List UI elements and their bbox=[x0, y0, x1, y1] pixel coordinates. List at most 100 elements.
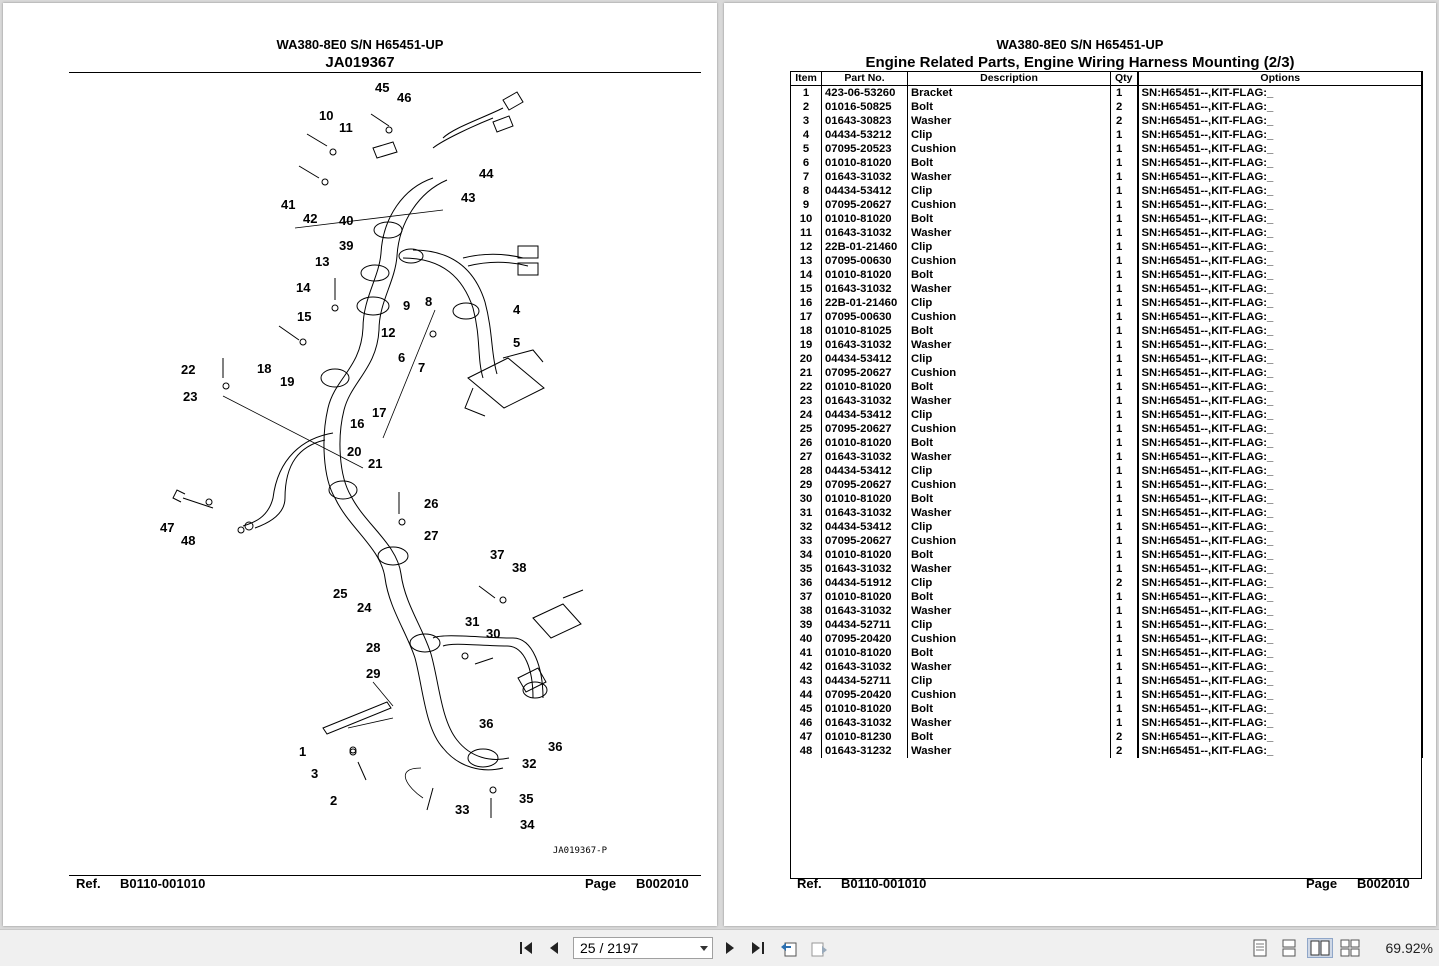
qty-cell: 1 bbox=[1110, 282, 1138, 296]
part-no-cell: 01016-50825 bbox=[821, 100, 908, 114]
part-no-cell: 01643-31032 bbox=[821, 282, 908, 296]
clamp-8 bbox=[398, 248, 424, 264]
description-cell: Washer bbox=[907, 338, 1111, 352]
qty-cell: 1 bbox=[1110, 240, 1138, 254]
part-no-cell: 22B-01-21460 bbox=[821, 240, 908, 254]
qty-cell: 1 bbox=[1110, 674, 1138, 688]
qty-cell: 2 bbox=[1110, 576, 1138, 590]
options-cell: SN:H65451--,KIT-FLAG:_ bbox=[1136, 450, 1423, 464]
item-cell: 36 bbox=[790, 576, 822, 590]
qty-cell: 1 bbox=[1110, 184, 1138, 198]
first-page-button[interactable] bbox=[516, 938, 536, 958]
part-no-cell: 04434-52711 bbox=[821, 674, 908, 688]
two-page-view-button[interactable] bbox=[1307, 938, 1333, 958]
callout-22: 22 bbox=[181, 362, 195, 377]
description-cell: Bolt bbox=[907, 380, 1111, 394]
options-cell: SN:H65451--,KIT-FLAG:_ bbox=[1136, 632, 1423, 646]
single-page-view-button[interactable] bbox=[1250, 938, 1270, 958]
part-no-cell: 01643-31032 bbox=[821, 394, 908, 408]
options-cell: SN:H65451--,KIT-FLAG:_ bbox=[1136, 394, 1423, 408]
last-page-button[interactable] bbox=[748, 938, 768, 958]
item-cell: 13 bbox=[790, 254, 822, 268]
part-no-cell: 07095-20523 bbox=[821, 142, 908, 156]
description-cell: Clip bbox=[907, 240, 1111, 254]
item-cell: 47 bbox=[790, 730, 822, 744]
item-cell: 18 bbox=[790, 324, 822, 338]
description-cell: Bolt bbox=[907, 548, 1111, 562]
qty-cell: 1 bbox=[1110, 464, 1138, 478]
page-number-select[interactable]: 25 / 2197 bbox=[573, 937, 713, 959]
item-cell: 21 bbox=[790, 366, 822, 380]
options-cell: SN:H65451--,KIT-FLAG:_ bbox=[1136, 716, 1423, 730]
clamp-32 bbox=[467, 748, 499, 768]
right-model-header: WA380-8E0 S/N H65451-UP bbox=[996, 37, 1164, 52]
options-cell: SN:H65451--,KIT-FLAG:_ bbox=[1136, 142, 1423, 156]
continuous-view-button[interactable] bbox=[1279, 938, 1299, 958]
part-no-cell: 01010-81020 bbox=[821, 548, 908, 562]
part-no-cell: 07095-20420 bbox=[821, 632, 908, 646]
col-part-no: Part No. bbox=[821, 71, 908, 86]
qty-cell: 1 bbox=[1110, 128, 1138, 142]
right-page-value: B002010 bbox=[1357, 876, 1410, 891]
callout-1: 1 bbox=[299, 744, 306, 759]
options-cell: SN:H65451--,KIT-FLAG:_ bbox=[1136, 464, 1423, 478]
part-no-cell: 07095-20420 bbox=[821, 688, 908, 702]
part-no-cell: 01643-31032 bbox=[821, 716, 908, 730]
go-back-button[interactable] bbox=[778, 938, 800, 958]
col-item: Item bbox=[790, 71, 822, 86]
qty-cell: 1 bbox=[1110, 702, 1138, 716]
next-page-button[interactable] bbox=[720, 938, 740, 958]
callout-15: 15 bbox=[297, 309, 311, 324]
callout-17: 17 bbox=[372, 405, 386, 420]
qty-cell: 1 bbox=[1110, 492, 1138, 506]
prev-page-button[interactable] bbox=[544, 938, 564, 958]
options-cell: SN:H65451--,KIT-FLAG:_ bbox=[1136, 520, 1423, 534]
right-page-label: Page bbox=[1306, 876, 1338, 891]
part-no-cell: 01010-81020 bbox=[821, 646, 908, 660]
left-page-value: B002010 bbox=[636, 876, 689, 891]
item-cell: 38 bbox=[790, 604, 822, 618]
part-no-cell: 04434-53412 bbox=[821, 352, 908, 366]
item-cell: 3 bbox=[790, 114, 822, 128]
part-no-cell: 01010-81020 bbox=[821, 436, 908, 450]
qty-cell: 1 bbox=[1110, 198, 1138, 212]
description-cell: Bolt bbox=[907, 212, 1111, 226]
callout-21: 21 bbox=[368, 456, 382, 471]
col-qty: Qty bbox=[1110, 71, 1138, 86]
qty-cell: 1 bbox=[1110, 408, 1138, 422]
zoom-level[interactable]: 69.92% bbox=[1385, 940, 1433, 956]
callout-41: 41 bbox=[281, 197, 295, 212]
item-cell: 7 bbox=[790, 170, 822, 184]
options-cell: SN:H65451--,KIT-FLAG:_ bbox=[1136, 85, 1423, 100]
item-cell: 5 bbox=[790, 142, 822, 156]
part-no-cell: 01643-31032 bbox=[821, 660, 908, 674]
left-page-label: Page bbox=[585, 876, 617, 891]
options-cell: SN:H65451--,KIT-FLAG:_ bbox=[1136, 730, 1423, 744]
options-cell: SN:H65451--,KIT-FLAG:_ bbox=[1136, 156, 1423, 170]
item-cell: 22 bbox=[790, 380, 822, 394]
part-no-cell: 07095-20627 bbox=[821, 422, 908, 436]
diagram-callouts: 45 46 10 11 44 43 41 42 40 39 13 9 8 4 1… bbox=[160, 80, 608, 856]
qty-cell: 1 bbox=[1110, 366, 1138, 380]
description-cell: Bolt bbox=[907, 646, 1111, 660]
description-cell: Cushion bbox=[907, 688, 1111, 702]
part-no-cell: 22B-01-21460 bbox=[821, 296, 908, 310]
two-page-continuous-button[interactable] bbox=[1340, 938, 1360, 958]
options-cell: SN:H65451--,KIT-FLAG:_ bbox=[1136, 674, 1423, 688]
go-forward-button[interactable] bbox=[808, 938, 830, 958]
options-cell: SN:H65451--,KIT-FLAG:_ bbox=[1136, 198, 1423, 212]
callout-19: 19 bbox=[280, 374, 294, 389]
qty-cell: 1 bbox=[1110, 226, 1138, 240]
part-no-cell: 07095-20627 bbox=[821, 198, 908, 212]
description-cell: Washer bbox=[907, 716, 1111, 730]
item-cell: 27 bbox=[790, 450, 822, 464]
